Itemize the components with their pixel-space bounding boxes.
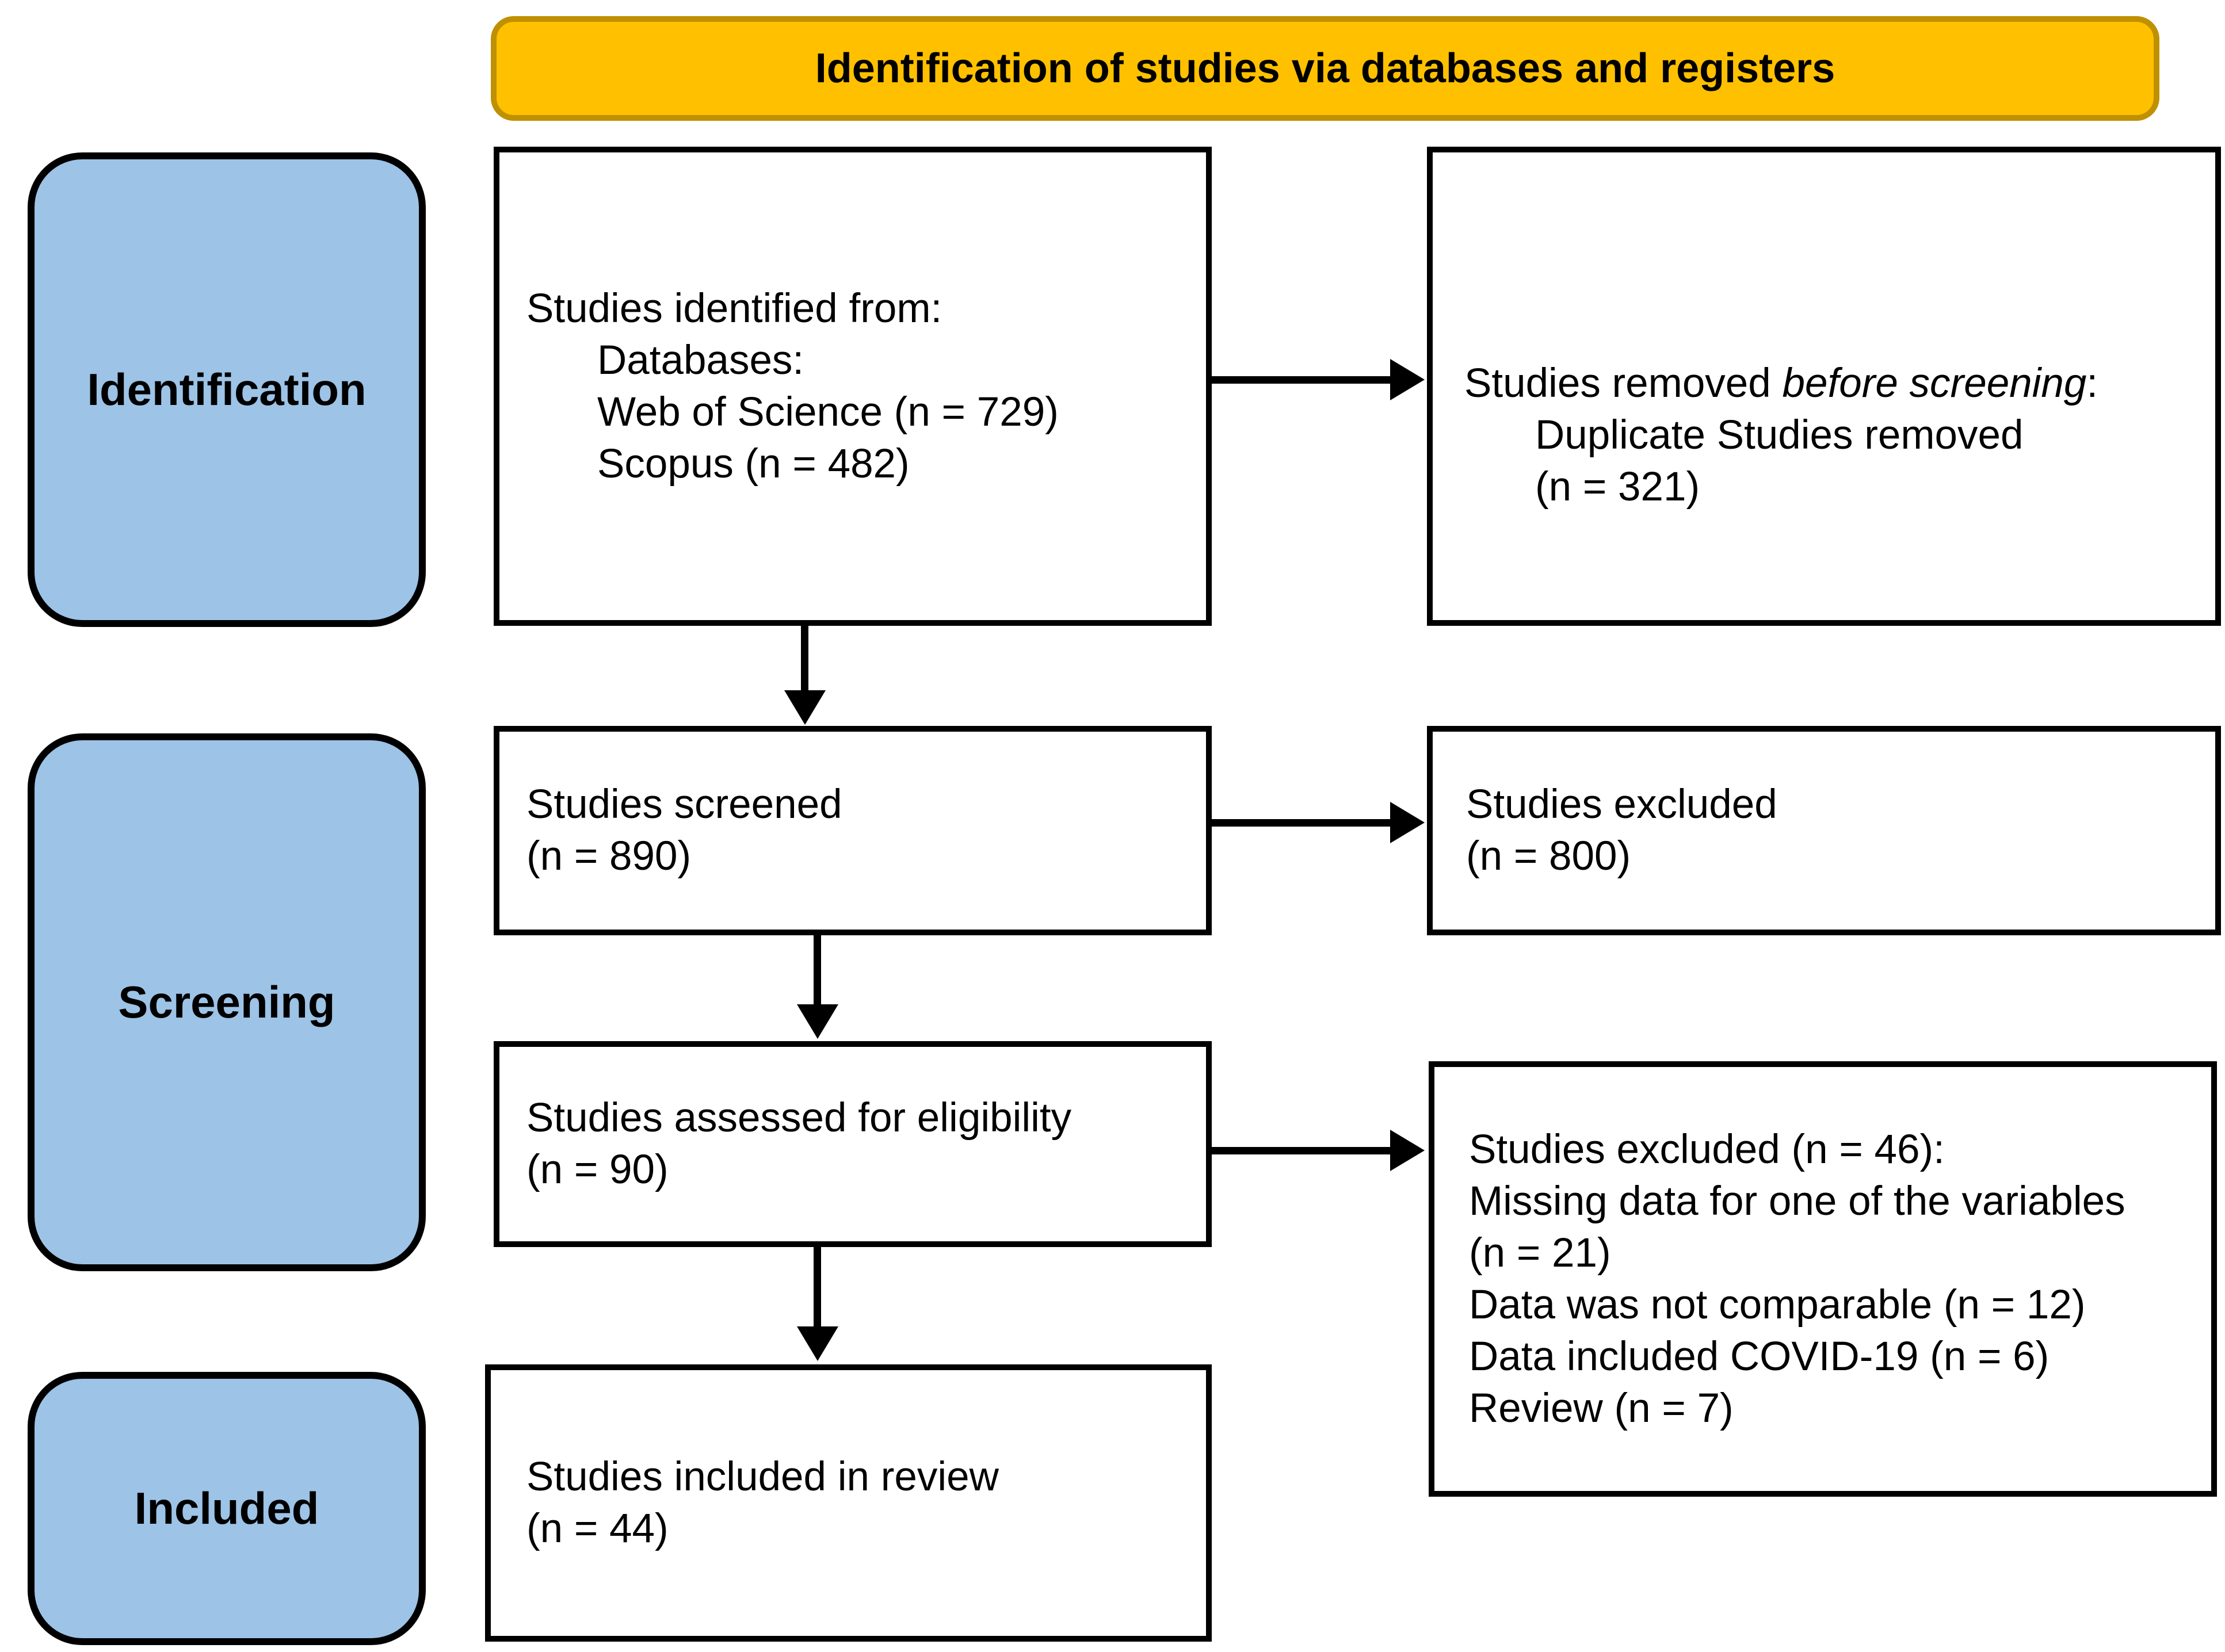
box-studies-excluded-eligibility-line: Missing data for one of the variables xyxy=(1469,1178,2125,1224)
box-studies-excluded-eligibility-line: Data was not comparable (n = 12) xyxy=(1469,1282,2086,1328)
stage-box-included: Included xyxy=(28,1372,426,1645)
box-studies-screened-line: (n = 890) xyxy=(526,833,692,879)
arrow-shaft xyxy=(1212,376,1395,384)
box-studies-identified-line: Scopus (n = 482) xyxy=(597,441,910,487)
box-studies-excluded-eligibility-line: Review (n = 7) xyxy=(1469,1385,1734,1431)
stage-label-included: Included xyxy=(134,1483,319,1534)
box-studies-removed-line: (n = 321) xyxy=(1535,464,1700,510)
arrow-head xyxy=(784,690,826,725)
box-studies-identified-line: Web of Science (n = 729) xyxy=(597,389,1059,435)
box-studies-assessed-line: (n = 90) xyxy=(526,1147,669,1192)
box-studies-included: Studies included in review (n = 44) xyxy=(485,1364,1212,1642)
stage-label-identification: Identification xyxy=(87,364,367,415)
box-studies-excluded-eligibility-line: Studies excluded (n = 46): xyxy=(1469,1126,1945,1172)
box-studies-removed-before-screening: Studies removed before screening: Duplic… xyxy=(1427,147,2221,626)
box-studies-identified-line: Databases: xyxy=(597,337,804,383)
box-studies-screened-line: Studies screened xyxy=(526,782,842,827)
removed-line-suffix: : xyxy=(2086,360,2098,406)
box-studies-assessed: Studies assessed for eligibility (n = 90… xyxy=(494,1041,1212,1247)
box-studies-excluded-eligibility: Studies excluded (n = 46): Missing data … xyxy=(1429,1061,2217,1497)
box-studies-identified-line: Studies identified from: xyxy=(526,285,942,331)
arrow-head xyxy=(1390,1130,1425,1171)
box-studies-excluded-screening-line: (n = 800) xyxy=(1466,833,1631,879)
box-studies-excluded-screening-line: Studies excluded xyxy=(1466,782,1777,827)
stage-box-identification: Identification xyxy=(28,152,426,627)
arrow-shaft xyxy=(814,1247,821,1329)
box-studies-identified: Studies identified from: Databases: Web … xyxy=(494,147,1212,626)
arrow-shaft xyxy=(814,935,821,1008)
box-studies-removed-line: Duplicate Studies removed xyxy=(1535,412,2024,458)
box-studies-excluded-screening: Studies excluded (n = 800) xyxy=(1427,726,2221,935)
arrow-head xyxy=(1390,802,1425,843)
box-studies-removed-line: Studies removed before screening: xyxy=(1464,358,2098,410)
arrow-head xyxy=(1390,359,1425,400)
header-banner: Identification of studies via databases … xyxy=(491,16,2159,121)
arrow-shaft xyxy=(1212,819,1395,827)
removed-line-prefix: Studies removed xyxy=(1464,360,1783,406)
box-studies-assessed-line: Studies assessed for eligibility xyxy=(526,1095,1072,1141)
arrow-shaft xyxy=(801,626,808,694)
removed-line-italic: before screening xyxy=(1782,360,2087,406)
header-title: Identification of studies via databases … xyxy=(815,45,1835,91)
box-studies-excluded-eligibility-line: Data included COVID-19 (n = 6) xyxy=(1469,1333,2050,1379)
box-studies-excluded-eligibility-line: (n = 21) xyxy=(1469,1230,1611,1276)
box-studies-screened: Studies screened (n = 890) xyxy=(494,726,1212,935)
arrow-head xyxy=(797,1326,838,1361)
box-studies-included-line: Studies included in review xyxy=(526,1454,999,1500)
arrow-shaft xyxy=(1212,1147,1395,1154)
box-studies-included-line: (n = 44) xyxy=(526,1506,669,1551)
arrow-head xyxy=(797,1004,838,1039)
stage-label-screening: Screening xyxy=(118,977,335,1027)
stage-box-screening: Screening xyxy=(28,733,426,1271)
